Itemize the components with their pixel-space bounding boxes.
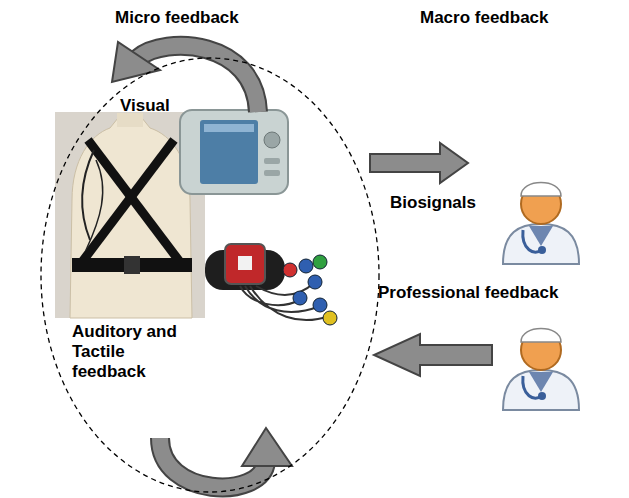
- block-arrow: [370, 143, 468, 183]
- heading-label: Micro feedback: [115, 8, 239, 28]
- heading-label: Macro feedback: [420, 8, 549, 28]
- doctor-icon: [503, 329, 579, 411]
- node-text: Visual: [120, 96, 170, 116]
- wrist-device: [205, 244, 337, 325]
- block-arrow: [374, 334, 492, 376]
- dashed-ellipse: VisualAuditory and Tactile feedback: [40, 57, 380, 493]
- doctor-icon: [503, 183, 579, 265]
- loop-arrow: [160, 428, 292, 487]
- pda-phone: [180, 110, 288, 194]
- arrow-label: Biosignals: [390, 193, 476, 213]
- ellipse-outline: [40, 57, 380, 493]
- arrow-label: Professional feedback: [378, 283, 558, 303]
- node-text: Auditory and Tactile feedback: [72, 322, 192, 382]
